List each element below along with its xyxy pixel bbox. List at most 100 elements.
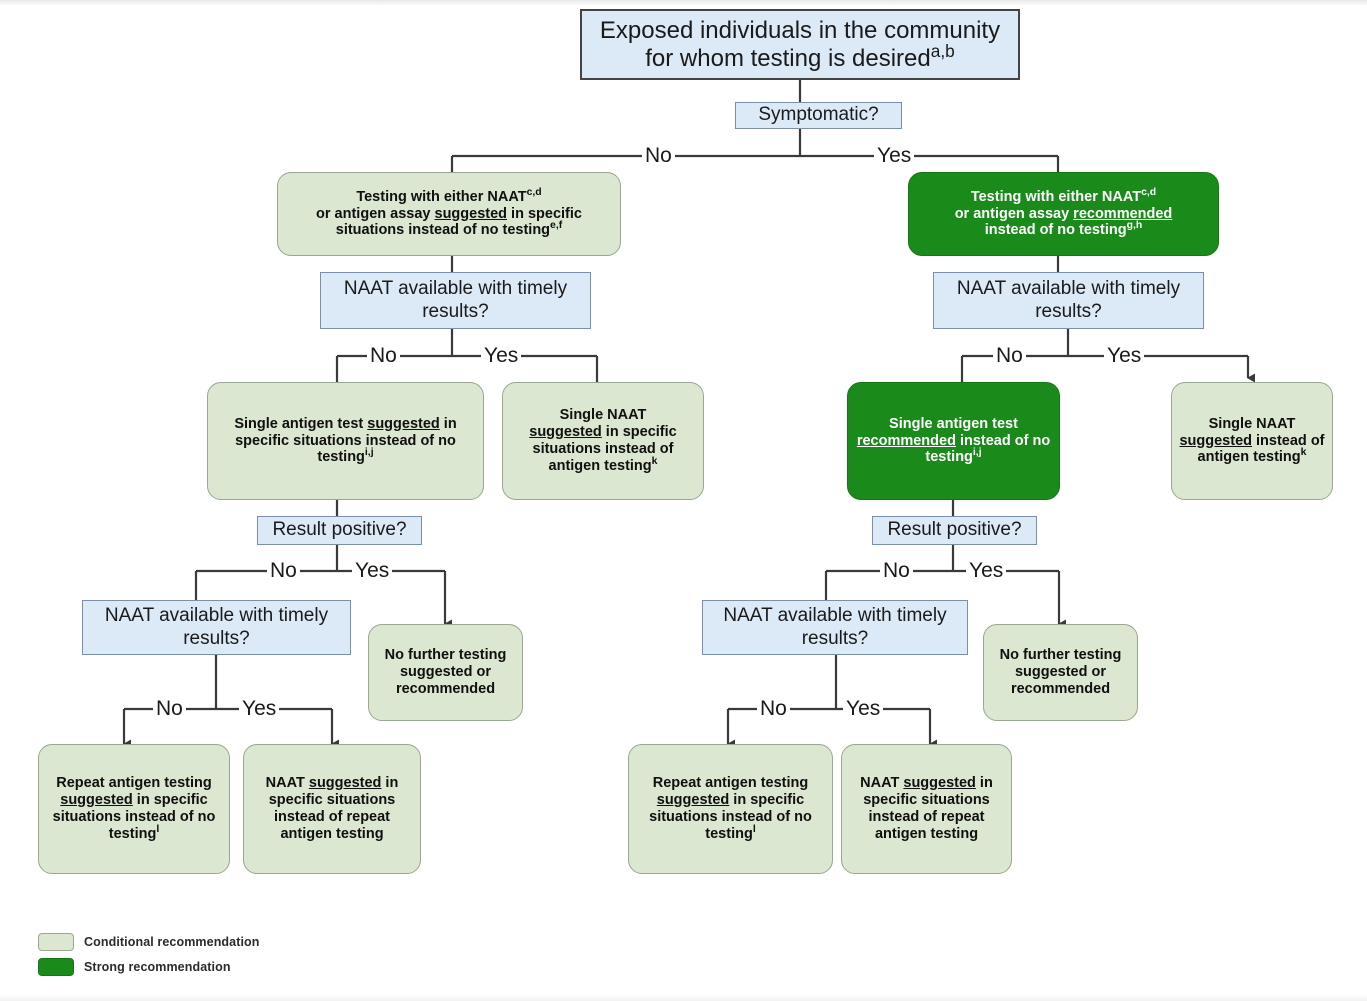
edge-label-right-naat1-yes: Yes [1104,345,1145,366]
node-left-result-positive[interactable]: Result positive? [257,516,422,545]
left-top-line2b: in specific [507,205,582,222]
left-naat-avail2-line2: results? [183,627,250,649]
left-antigen-underlined: suggested [367,415,440,432]
right-singlenaat-sup: k [1300,447,1307,459]
left-top-sup1: c,d [526,186,542,198]
node-left-naat-available-2[interactable]: NAAT available with timely results? [82,600,351,655]
left-singlenaat-underlined: suggested [529,424,602,441]
right-antigen-b: instead of no testing [925,432,1051,466]
edge-label-left-result-yes: Yes [352,560,393,581]
right-naatinstead-a: NAAT [860,775,904,792]
node-left-naat-available-1[interactable]: NAAT available with timely results? [320,272,591,329]
right-top-line3: instead of no testing [984,222,1127,239]
right-singlenaat-b: instead of antigen testing [1197,432,1325,466]
edge-label-right-result-yes: Yes [966,560,1007,581]
left-repeat-underlined: suggested [60,792,133,809]
left-top-line2a: or antigen assay [316,205,435,222]
left-naat-avail1-line1: NAAT available with timely [343,278,568,300]
node-right-repeat-antigen-testing[interactable]: Repeat antigen testing suggested in spec… [628,744,833,874]
right-naat-avail1-line2: results? [1035,300,1102,322]
left-top-line3: situations instead of no testing [335,222,551,239]
edge-label-left-naat1-yes: Yes [481,345,522,366]
right-repeat-sup: l [752,823,756,835]
right-top-line1: Testing with either NAAT [970,188,1142,205]
node-right-result-positive[interactable]: Result positive? [872,516,1037,545]
right-top-line2-underlined: recommended [1073,205,1173,222]
node-left-no-further-testing[interactable]: No further testing suggested or recommen… [368,624,523,721]
bottom-edge-strip [0,995,1367,1001]
symptomatic-label: Symptomatic? [758,104,879,126]
node-symptomatic-decision[interactable]: Symptomatic? [735,102,902,129]
legend-label-strong: Strong recommendation [84,960,231,974]
legend-label-conditional: Conditional recommendation [84,935,260,949]
left-naatinstead-a: NAAT [265,775,309,792]
edge-label-left-result-no: No [267,560,300,581]
edge-label-left-naat2-no: No [153,698,186,719]
right-singlenaat-underlined: suggested [1179,432,1252,449]
left-repeat-b: in specific situations instead of no tes… [52,792,216,842]
edge-label-right-naat2-yes: Yes [843,698,884,719]
left-naatinstead-underlined: suggested [308,775,382,792]
left-antigen-sup: i,j [364,447,374,459]
right-result-positive-label: Result positive? [887,519,1022,541]
node-right-single-antigen-test[interactable]: Single antigen test recommended instead … [847,382,1060,500]
edge-label-symptomatic-yes: Yes [874,145,915,166]
left-singlenaat-line1: Single NAAT [559,407,647,424]
left-top-line2-underlined: suggested [434,205,508,222]
left-antigen-b: in specific situations instead of no tes… [235,415,457,466]
right-top-sup3: g,h [1126,220,1143,232]
node-left-single-antigen-test[interactable]: Single antigen test suggested in specifi… [207,382,484,500]
node-right-naat-instead-of-repeat[interactable]: NAAT suggested in specific situations in… [841,744,1012,874]
left-antigen-a: Single antigen test [234,415,368,432]
left-repeat-sup: l [156,823,160,835]
legend-row-strong: Strong recommendation [38,958,368,976]
node-left-testing-either-naat[interactable]: Testing with either NAATc,d or antigen a… [277,172,621,256]
right-naat-avail2-line1: NAAT available with timely [723,605,947,627]
left-top-line1: Testing with either NAAT [356,188,527,205]
node-right-naat-available-2[interactable]: NAAT available with timely results? [702,600,968,655]
left-repeat-a: Repeat antigen testing [56,775,212,792]
right-naatinstead-underlined: suggested [903,775,976,792]
top-edge-strip [0,0,1367,5]
node-root-exposed-individuals[interactable]: Exposed individuals in the community for… [580,9,1020,80]
edge-label-right-naat2-no: No [757,698,790,719]
right-antigen-underlined: recommended [856,432,956,449]
right-antigen-line1: Single antigen test [889,415,1018,432]
right-naat-avail1-line1: NAAT available with timely [956,278,1181,300]
left-naatinstead-b: in specific situations instead of repeat… [268,775,399,842]
node-right-testing-either-naat[interactable]: Testing with either NAATc,d or antigen a… [908,172,1219,256]
legend-swatch-strong [38,958,74,976]
edge-label-left-naat2-yes: Yes [239,698,280,719]
legend-row-conditional: Conditional recommendation [38,933,368,951]
node-left-naat-instead-of-repeat[interactable]: NAAT suggested in specific situations in… [243,744,421,874]
right-repeat-b: in specific situations instead of no tes… [649,792,812,842]
node-right-naat-available-1[interactable]: NAAT available with timely results? [933,272,1204,329]
edge-label-symptomatic-no: No [642,145,675,166]
left-naat-avail2-line1: NAAT available with timely [104,605,329,627]
node-left-repeat-antigen-testing[interactable]: Repeat antigen testing suggested in spec… [38,744,230,874]
left-naat-avail1-line2: results? [422,300,489,322]
edge-label-left-naat1-no: No [367,345,400,366]
right-naatinstead-b: in specific situations instead of repeat… [863,775,993,842]
legend: Conditional recommendation Strong recomm… [38,933,368,983]
root-line-1: Exposed individuals in the community [599,16,1001,44]
left-top-sup3: e,f [550,220,563,232]
node-left-single-naat[interactable]: Single NAAT suggested in specific situat… [502,382,704,500]
left-no-further-label: No further testing suggested or recommen… [384,647,507,697]
right-repeat-a: Repeat antigen testing [652,775,809,792]
right-top-sup1: c,d [1141,186,1157,198]
node-right-no-further-testing[interactable]: No further testing suggested or recommen… [983,624,1138,721]
left-singlenaat-sup: k [651,455,658,467]
node-right-single-naat[interactable]: Single NAAT suggested instead of antigen… [1171,382,1333,500]
legend-swatch-conditional [38,933,74,951]
right-repeat-underlined: suggested [656,792,730,809]
edge-label-right-result-no: No [880,560,913,581]
root-footnote-sup: a,b [930,40,955,61]
left-result-positive-label: Result positive? [272,519,407,541]
right-naat-avail2-line2: results? [801,627,869,649]
root-line-2: for whom testing is desired [645,44,931,72]
left-singlenaat-b: in specific situations instead of antige… [532,424,677,474]
right-antigen-sup: i,j [972,447,982,459]
right-no-further-label: No further testing suggested or recommen… [999,647,1122,697]
